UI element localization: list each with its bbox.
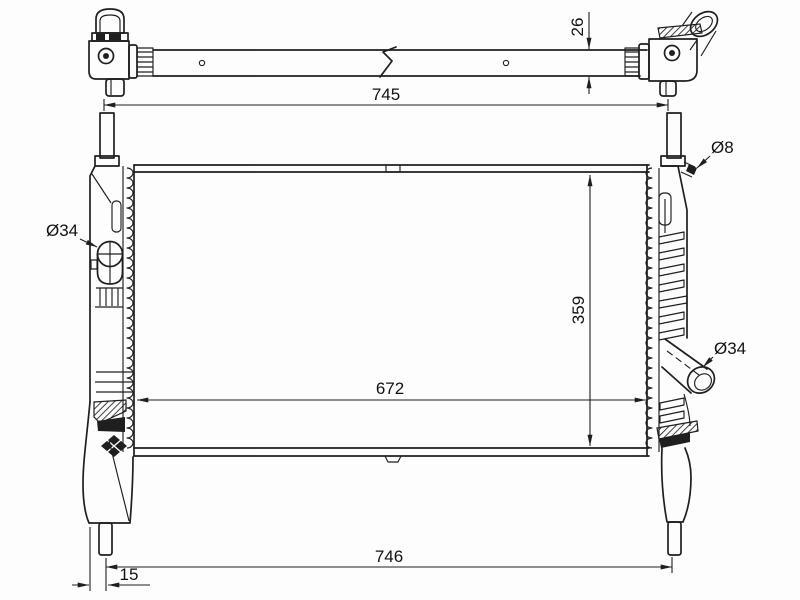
fitting-tab [659,80,677,97]
dim-label-26: 26 [568,18,587,37]
right-tank [645,112,716,556]
right-outlet-pipe [661,338,716,394]
dim-label-672: 672 [376,379,404,398]
filler-neck [681,10,719,57]
pipe-centerline [666,350,700,376]
dimension-745: 745 [103,85,669,111]
front-view: 359 672 746 15 Ø34 Ø8 Ø34 [46,112,746,591]
fitting-bore [663,44,681,62]
callout-right-outlet: Ø34 [702,339,746,368]
tank-rungs [658,231,688,424]
dim-label-746: 746 [375,547,403,566]
fitting-bore [97,47,115,65]
bleed-port [680,161,697,178]
dimension-26: 26 [568,12,592,94]
mounting-hole [502,59,510,67]
radiator-core [133,164,650,463]
dimension-359: 359 [569,174,593,447]
gasket-edge [645,167,653,449]
top-joint-tab [385,165,401,173]
mounting-hole [198,59,206,67]
clip-slot [111,200,122,233]
bottom-joint-notch [384,455,402,463]
left-mount-fitting [88,8,154,97]
callout-bleed-port: Ø8 [696,138,734,169]
label-inlet-diameter: Ø34 [46,221,78,240]
gasket-edge [126,167,134,449]
top-mounting-pin [666,112,682,159]
break-mark [379,46,397,78]
left-tank [82,112,134,556]
bottom-mounting-pin [667,521,682,556]
callout-left-inlet: Ø34 [46,221,98,248]
left-inlet-port [90,240,124,285]
fitting-block [648,38,698,82]
dimension-672: 672 [136,379,647,403]
fitting-block [88,40,130,80]
top-view: 745 26 [88,8,719,111]
dim-label-359: 359 [569,296,588,324]
right-mount-fitting [624,10,719,97]
mounting-bracket [656,420,699,440]
fitting-cap [95,8,125,34]
top-crossbar [152,46,648,78]
left-mounting-leg [82,401,134,524]
mounting-bracket [93,399,127,424]
label-outlet-diameter: Ø34 [714,339,746,358]
tank-bands [95,371,133,393]
bottom-mounting-pin [98,522,113,556]
dim-label-745: 745 [372,85,400,104]
dim-label-15: 15 [120,565,139,584]
top-mounting-pin [99,112,115,159]
label-bleed-diameter: Ø8 [711,138,734,157]
dimension-15: 15 [72,527,150,591]
fitting-tab [105,78,125,97]
dimension-746: 746 [105,547,673,591]
right-mounting-leg [660,447,692,523]
tank-ribs [95,287,123,308]
